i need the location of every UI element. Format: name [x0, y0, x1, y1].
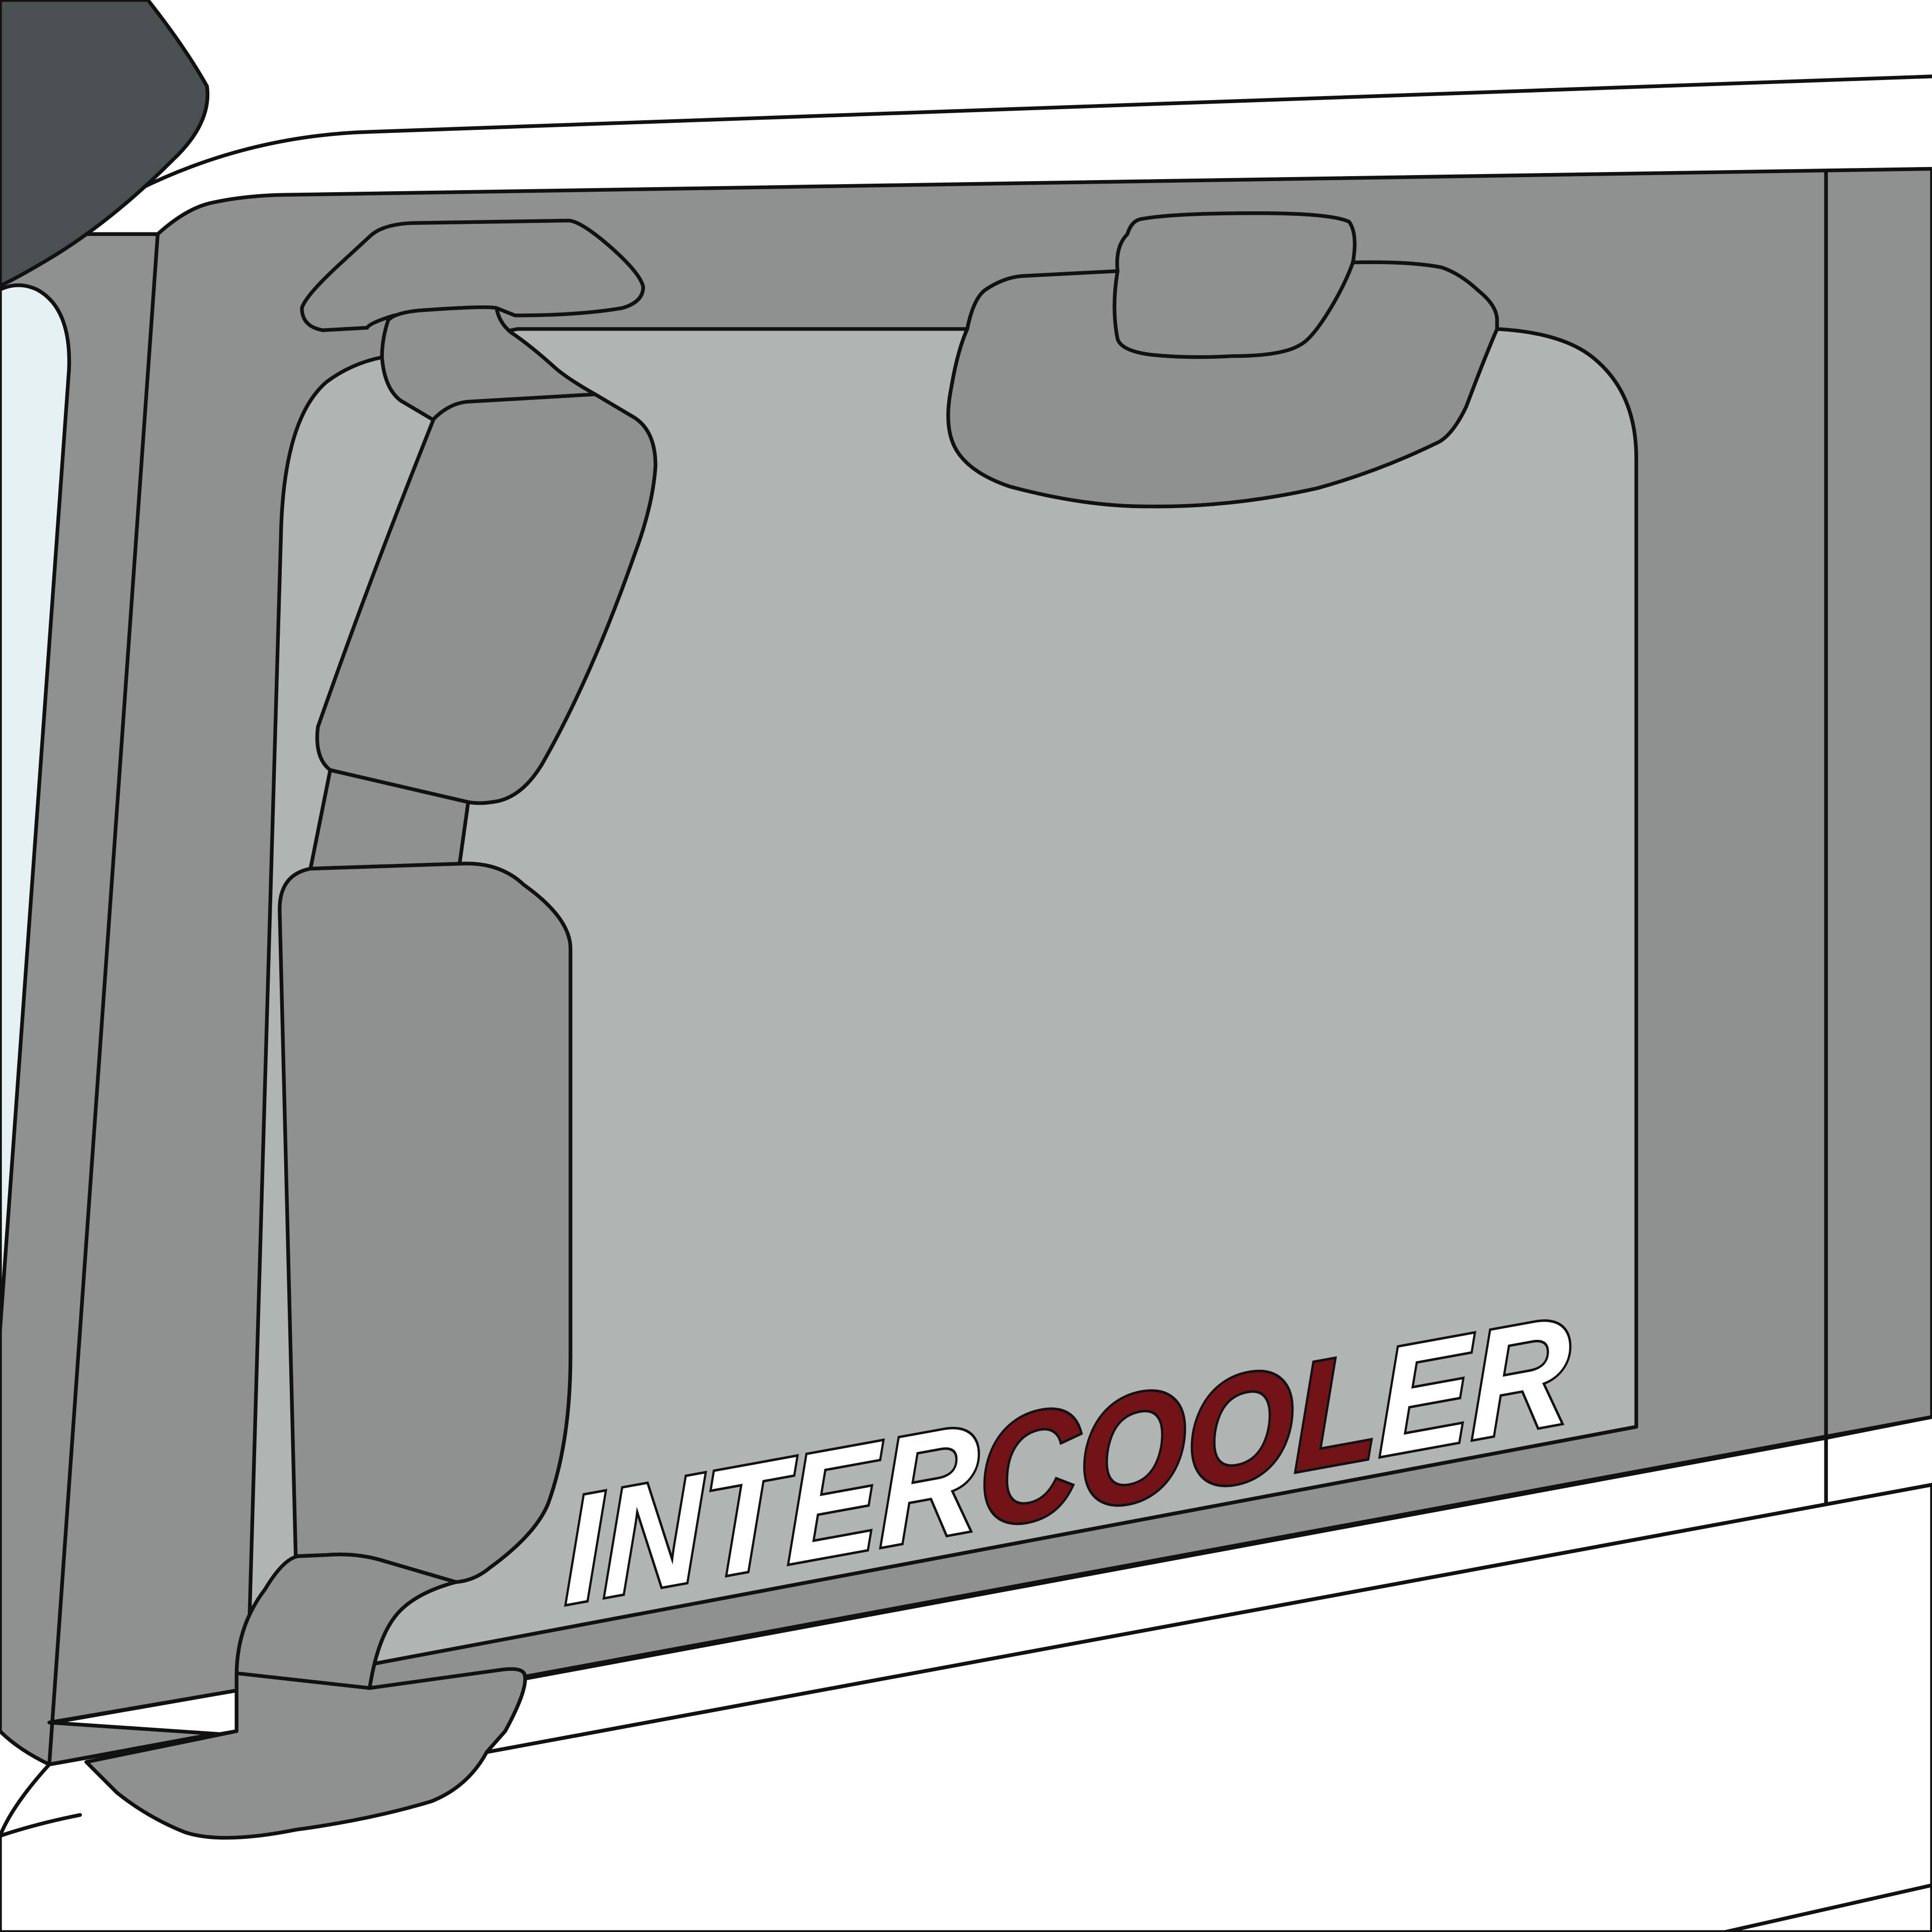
mirror-bracket	[380, 305, 597, 422]
body-crease	[485, 1483, 1932, 1754]
decal-text-er: ER	[1378, 1283, 1571, 1489]
mirror-mount-bottom	[234, 1552, 458, 1690]
lower-mirror	[278, 861, 573, 1584]
fender-line	[0, 1813, 82, 1838]
mirror-housing	[0, 0, 210, 288]
upper-mirror	[315, 392, 658, 805]
windshield	[0, 283, 71, 1333]
door-lower-line	[1723, 1883, 1932, 1932]
window-sill-line	[525, 1415, 1932, 1680]
mirror-mount-base	[84, 1667, 527, 1840]
seat-back	[946, 211, 1499, 509]
step-line	[51, 1688, 238, 1725]
a-pillar-edge	[47, 232, 160, 1766]
roof-line	[133, 74, 1932, 193]
headrest	[1112, 260, 1355, 359]
